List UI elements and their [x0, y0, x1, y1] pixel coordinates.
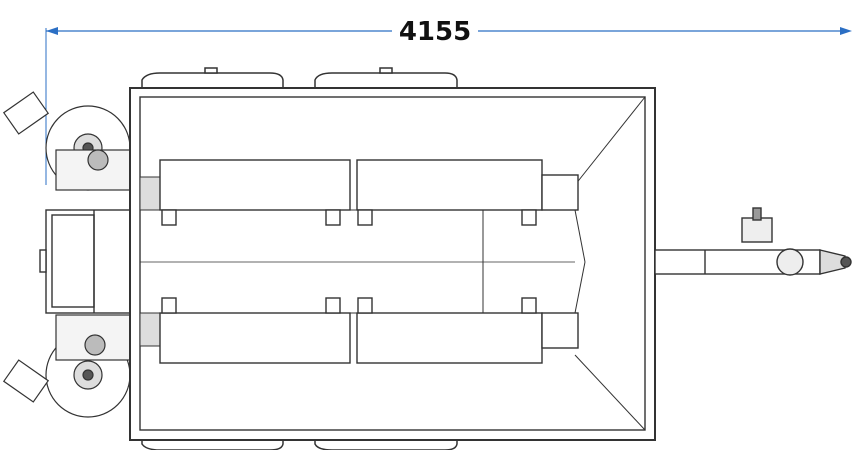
jockey-wheel-handle: [752, 207, 762, 221]
rear-bracket-top: [2, 91, 50, 135]
upper-bracket-3: [357, 209, 373, 226]
dimension-label: 4155: [399, 17, 471, 47]
grating-top: [139, 176, 163, 211]
body-outer: [129, 87, 656, 441]
fender-bottom-right: [314, 439, 458, 450]
jockey-wheel-clamp: [741, 217, 773, 243]
rear-box-handle: [39, 249, 47, 273]
lower-bracket-2: [325, 297, 341, 314]
upper-cradle: [159, 159, 579, 226]
rear-mount-top-gear: [87, 149, 109, 171]
body-diagonal-bottom: [574, 354, 646, 431]
upper-rail-left: [159, 159, 351, 211]
trailer-body: [129, 87, 656, 441]
body-diagonal-top: [574, 96, 646, 186]
upper-bracket-2: [325, 209, 341, 226]
fenders: [141, 67, 458, 450]
body-taper-top: [574, 209, 586, 263]
hitch-head: [776, 248, 804, 276]
lower-cradle: [159, 297, 579, 364]
upper-bracket-1: [161, 209, 177, 226]
grating-bottom: [139, 312, 163, 347]
arrowhead-right: [840, 27, 852, 35]
upper-rail-end: [541, 174, 579, 211]
fender-top-right: [314, 72, 458, 89]
lower-bracket-1: [161, 297, 177, 314]
arrowhead-left: [46, 27, 58, 35]
upper-bracket-4: [521, 209, 537, 226]
lower-rail-left: [159, 312, 351, 364]
spare-wheel-bottom-center: [82, 369, 94, 381]
rear-spare-wheel-top: [2, 91, 131, 191]
lower-rail-end: [541, 312, 579, 349]
body-taper-bottom: [574, 261, 586, 314]
fender-top-left: [141, 72, 284, 89]
upper-rail-right: [356, 159, 543, 211]
coupling-knob: [840, 256, 852, 268]
lower-rail-right: [356, 312, 543, 364]
lower-bracket-4: [521, 297, 537, 314]
fender-top-left-bolt: [204, 67, 218, 74]
drawbar: [654, 207, 852, 276]
fender-top-right-bolt: [379, 67, 393, 74]
body-inner: [139, 96, 646, 431]
rear-grating: [139, 176, 163, 347]
coupling: [819, 249, 846, 275]
rear-bracket-bottom: [2, 359, 50, 403]
rear-box-inner: [51, 214, 95, 308]
overall-length-dimension: 4155: [45, 17, 852, 185]
rear-box: [39, 209, 131, 314]
rear-spare-wheel-bottom: [2, 314, 131, 418]
fender-bottom-left: [141, 439, 284, 450]
lower-bracket-3: [357, 297, 373, 314]
rear-mount-bottom-gear: [84, 334, 106, 356]
